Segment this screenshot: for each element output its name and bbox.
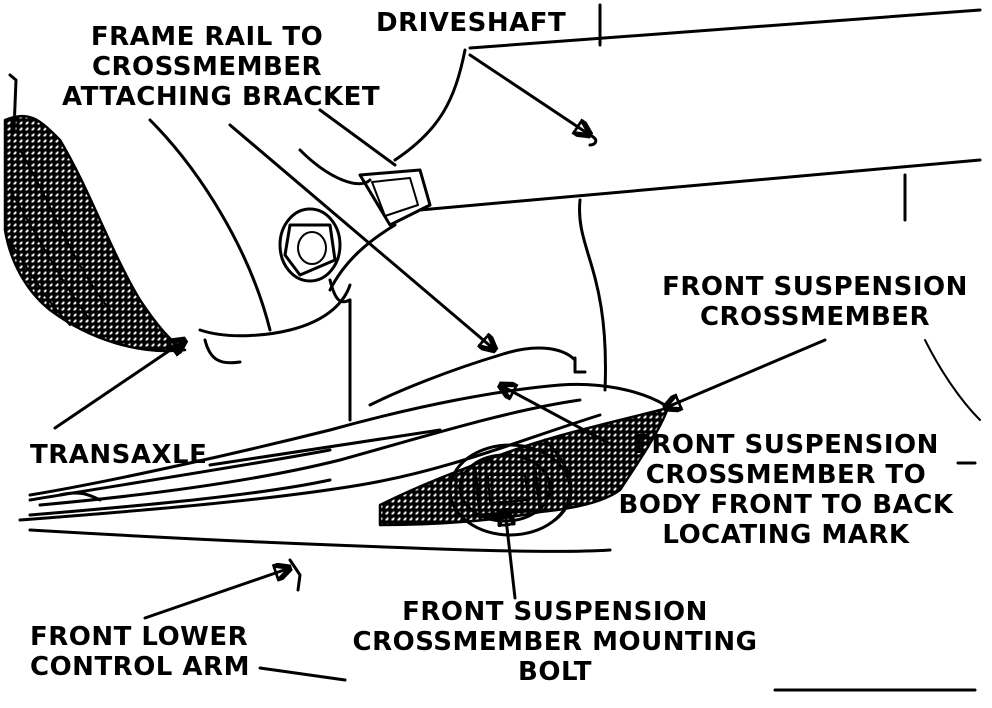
label-mounting-bolt-line-2: CROSSMEMBER MOUNTING	[352, 627, 758, 657]
label-driveshaft-text: DRIVESHAFT	[376, 8, 567, 38]
transaxle-housing	[3, 73, 187, 353]
label-control-arm-line-1: FRONT LOWER	[30, 622, 249, 652]
label-locating-mark-line-1: FRONT SUSPENSION	[633, 430, 939, 460]
label-locating-mark-line-3: BODY FRONT TO BACK	[618, 490, 954, 520]
label-transaxle-text: TRANSAXLE	[30, 440, 208, 470]
label-crossmember-line-1: FRONT SUSPENSION	[662, 272, 968, 302]
mounting-bolt	[448, 438, 573, 537]
label-frame-rail-bracket: FRAME RAIL TO CROSSMEMBER ATTACHING BRAC…	[62, 22, 381, 112]
frame-rail-bracket	[148, 118, 432, 422]
label-driveshaft: DRIVESHAFT	[376, 8, 566, 38]
label-locating-mark: FRONT SUSPENSION CROSSMEMBER TO BODY FRO…	[612, 430, 960, 550]
label-frame-rail-line-1: FRAME RAIL TO	[90, 22, 324, 52]
bracket-bolt	[278, 207, 342, 283]
body-frame-lines	[393, 3, 982, 692]
label-mounting-bolt: FRONT SUSPENSION CROSSMEMBER MOUNTING BO…	[345, 597, 765, 687]
label-transaxle: TRANSAXLE	[30, 440, 207, 470]
label-mounting-bolt-line-3: BOLT	[518, 657, 592, 687]
label-lower-control-arm: FRONT LOWER CONTROL ARM	[30, 622, 250, 682]
label-mounting-bolt-line-1: FRONT SUSPENSION	[402, 597, 708, 627]
label-frame-rail-line-2: CROSSMEMBER	[91, 52, 323, 82]
label-crossmember-line-2: CROSSMEMBER	[699, 302, 931, 332]
label-locating-mark-line-4: LOCATING MARK	[662, 520, 910, 550]
label-locating-mark-line-2: CROSSMEMBER TO	[645, 460, 927, 490]
label-front-suspension-crossmember: FRONT SUSPENSION CROSSMEMBER	[660, 272, 970, 332]
label-control-arm-line-2: CONTROL ARM	[30, 652, 250, 682]
leader-lines	[53, 53, 827, 620]
label-frame-rail-line-3: ATTACHING BRACKET	[62, 82, 381, 112]
